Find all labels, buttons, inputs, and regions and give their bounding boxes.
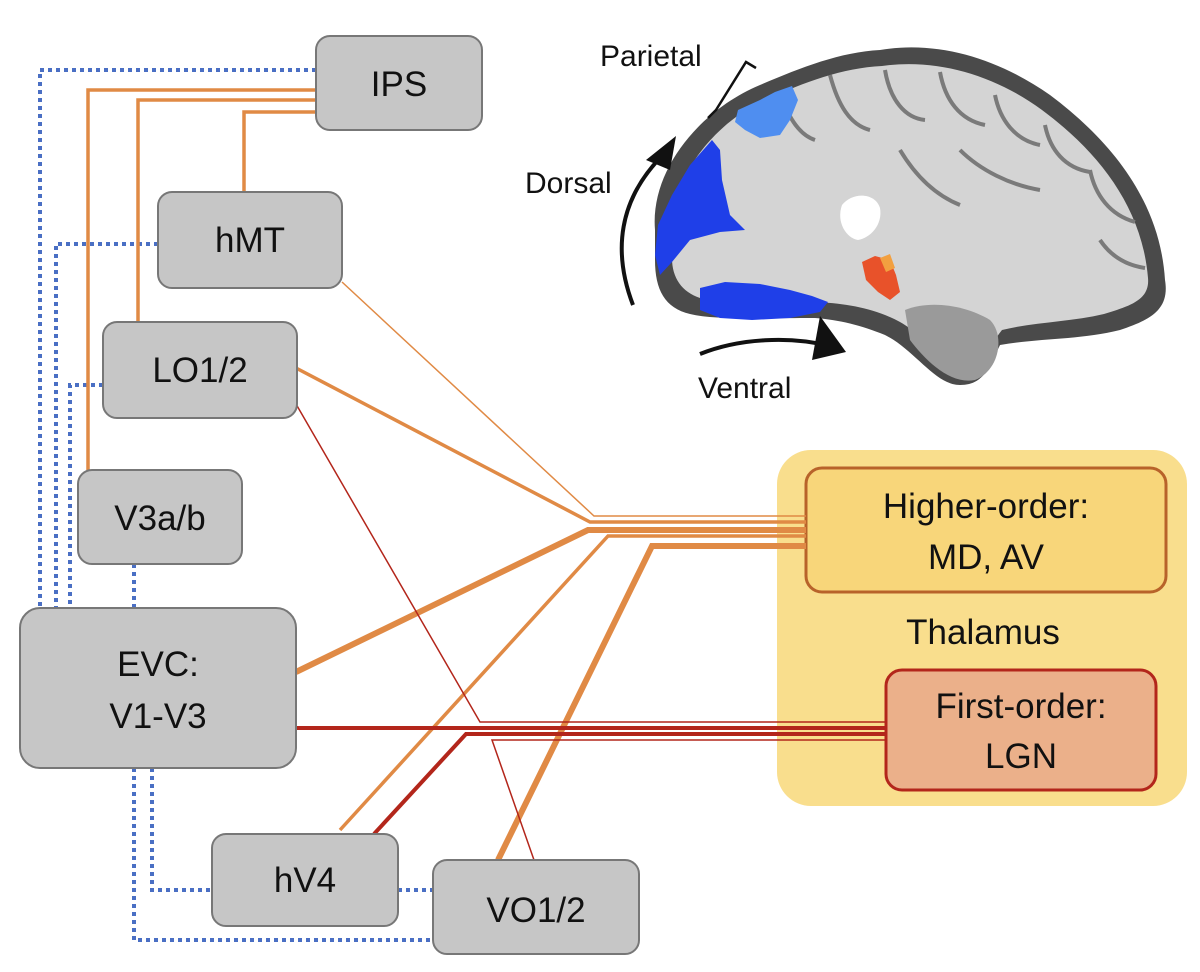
node-hmt[interactable]: hMT bbox=[157, 191, 343, 289]
ips-feedforward-connections bbox=[86, 88, 316, 470]
node-evc-label-2: V1-V3 bbox=[109, 697, 206, 736]
parietal-label: Parietal bbox=[600, 40, 702, 73]
ventral-roi bbox=[700, 282, 828, 320]
node-ips-label: IPS bbox=[371, 65, 427, 104]
node-ips-box[interactable] bbox=[315, 35, 483, 131]
thalamus-title: Thalamus bbox=[906, 613, 1060, 652]
dorsal-arrow-head bbox=[646, 136, 676, 170]
node-evc[interactable]: EVC: V1-V3 bbox=[19, 607, 297, 769]
cortex-sulci bbox=[778, 69, 1146, 270]
dotted-hmt-evc bbox=[54, 242, 158, 608]
dotted-ips-evc bbox=[38, 68, 316, 608]
cerebellum bbox=[905, 304, 999, 381]
parietal-roi bbox=[735, 86, 798, 138]
lo-ips-line bbox=[136, 98, 316, 322]
evc-higher-line bbox=[294, 527, 806, 675]
node-hv4[interactable]: hV4 bbox=[211, 833, 399, 927]
node-hmt-box[interactable] bbox=[157, 191, 343, 289]
node-vo12-label: VO1/2 bbox=[486, 891, 585, 930]
vo-first-line bbox=[490, 739, 886, 861]
higher-order-label-2: MD, AV bbox=[928, 538, 1045, 577]
dotted-evc-vo bbox=[132, 768, 433, 942]
node-vo12[interactable]: VO1/2 bbox=[432, 859, 640, 955]
node-vo12-box[interactable] bbox=[432, 859, 640, 955]
node-evc-box[interactable] bbox=[19, 607, 297, 769]
node-v3ab-label: V3a/b bbox=[114, 499, 205, 538]
first-order-label-2: LGN bbox=[985, 737, 1057, 776]
node-lo12[interactable]: LO1/2 bbox=[102, 321, 298, 419]
parietal-bracket bbox=[707, 60, 757, 119]
hv4-higher-line bbox=[338, 534, 806, 832]
higher-order-label-1: Higher-order: bbox=[883, 487, 1089, 526]
first-order-connections bbox=[295, 403, 886, 861]
dorsal-roi bbox=[655, 140, 745, 275]
higher-order-connections bbox=[294, 281, 806, 862]
dorsal-label: Dorsal bbox=[525, 167, 612, 200]
node-ips[interactable]: IPS bbox=[315, 35, 483, 131]
vo-higher-line bbox=[495, 543, 806, 862]
ventricle bbox=[840, 195, 881, 240]
cortico-cortical-connections bbox=[38, 68, 433, 942]
node-v3ab[interactable]: V3a/b bbox=[77, 469, 243, 565]
first-order-label-1: First-order: bbox=[935, 687, 1106, 726]
brain-sagittal-image bbox=[654, 47, 1166, 386]
dotted-evc-hv4 bbox=[150, 768, 212, 892]
ventral-arrow-head bbox=[812, 316, 846, 360]
node-hv4-box[interactable] bbox=[211, 833, 399, 927]
ventral-arrow-line bbox=[699, 337, 831, 356]
dotted-lo-evc bbox=[68, 383, 103, 608]
node-v3ab-box[interactable] bbox=[77, 469, 243, 565]
dorsal-arrow-line bbox=[619, 156, 662, 306]
node-hmt-label: hMT bbox=[215, 221, 285, 260]
hmt-higher-line bbox=[341, 281, 806, 517]
node-lo12-label: LO1/2 bbox=[152, 351, 247, 390]
node-hv4-label: hV4 bbox=[274, 861, 336, 900]
hv4-first-line bbox=[372, 732, 886, 836]
node-lo12-box[interactable] bbox=[102, 321, 298, 419]
ventral-label: Ventral bbox=[698, 372, 791, 405]
hmt-ips-line bbox=[242, 110, 316, 192]
lo-higher-line bbox=[295, 366, 806, 524]
thalamic-roi-highlight bbox=[880, 254, 895, 272]
node-evc-label-1: EVC: bbox=[117, 645, 199, 684]
lo-first-line bbox=[295, 403, 886, 723]
v3-ips-line bbox=[86, 88, 316, 470]
